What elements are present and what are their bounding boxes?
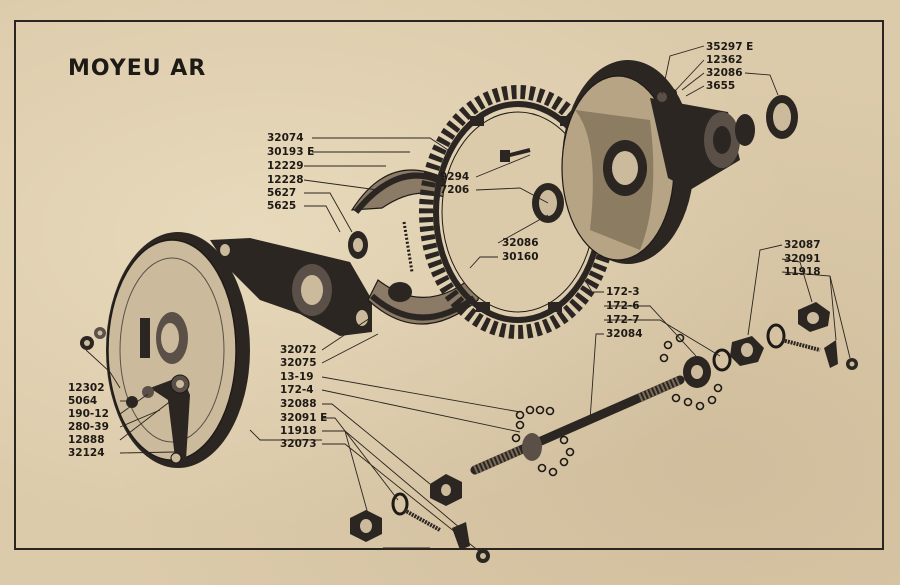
part-label: 3655 (706, 80, 735, 92)
part-label: 32074 (267, 132, 304, 144)
wing-nut-right (824, 340, 858, 370)
part-label: 30160 (502, 251, 539, 263)
part-label: 172-3 (606, 286, 640, 298)
brake-backing-plate (106, 232, 250, 468)
part-label: 12302 (68, 382, 105, 394)
part-label: 190-12 (68, 408, 109, 420)
part-label: 5627 (267, 187, 296, 199)
part-label: 7206 (440, 184, 469, 196)
part-label: 11918 (280, 425, 317, 437)
leader-lines (85, 45, 851, 553)
part-label: 35297 E (706, 41, 753, 53)
adjuster-bolt-lower (391, 492, 441, 532)
part-label: 12228 (267, 174, 304, 186)
labels-center: 9294 7206 32086 30160 (440, 171, 539, 263)
part-label: 32086 (502, 237, 539, 249)
part-label: 32075 (280, 357, 317, 369)
part-label: 5064 (68, 395, 97, 407)
brake-cam-lever (150, 374, 190, 466)
labels-lower-middle: 32072 32075 13-19 172-4 32088 32091 E 11… (280, 344, 327, 450)
hub-drum (561, 60, 755, 264)
nut-32088-lower (430, 474, 462, 506)
nut-32091-right (798, 302, 830, 332)
part-label: 280-39 (68, 421, 109, 433)
bearing-cone-right (683, 348, 732, 388)
part-label: 172-6 (606, 300, 640, 312)
part-label: 32086 (706, 67, 743, 79)
bearing-balls-right (659, 333, 723, 411)
labels-left-group: 12302 5064 190-12 280-39 12888 32124 (68, 382, 109, 459)
part-label: 32091 (784, 253, 821, 265)
diagram-title: MOYEU AR (68, 56, 207, 81)
part-label: 32087 (784, 239, 821, 251)
labels-upper-middle: 32074 30193 E 12229 12228 5627 5625 (267, 132, 314, 212)
part-label: 32073 (280, 438, 317, 450)
part-label: 32084 (606, 328, 643, 340)
nut-32091-lower (350, 510, 382, 542)
nut-32087 (730, 336, 764, 366)
bearing-balls-left (511, 405, 575, 477)
part-label: 172-4 (280, 384, 314, 396)
part-label: 32088 (280, 398, 317, 410)
part-label: 12229 (267, 160, 304, 172)
part-label: 30193 E (267, 146, 314, 158)
part-label: 13-19 (280, 371, 314, 383)
part-label: 32072 (280, 344, 317, 356)
labels-right-group: 32087 32091 11918 (784, 239, 821, 278)
part-label: 5625 (267, 200, 296, 212)
adjuster-bolt-right (766, 323, 821, 352)
small-nuts-left (80, 327, 154, 408)
labels-axle-group: 172-3 172-6 172-7 32084 (606, 286, 643, 340)
brake-anchor-bracket (210, 238, 372, 336)
part-label: 32091 E (280, 412, 327, 424)
part-label: 12888 (68, 434, 105, 446)
part-label: 9294 (440, 171, 469, 183)
labels-top-right: 35297 E 12362 32086 3655 (706, 41, 753, 92)
diagram-frame (14, 20, 884, 550)
part-label: 32124 (68, 447, 105, 459)
part-label: 11918 (784, 266, 821, 278)
seal-32086-right (766, 95, 798, 139)
axle-32084 (470, 375, 685, 475)
wing-nut-lower (452, 522, 490, 563)
bolt-9294 (500, 148, 531, 162)
part-label: 12362 (706, 54, 743, 66)
part-label: 172-7 (606, 314, 640, 326)
